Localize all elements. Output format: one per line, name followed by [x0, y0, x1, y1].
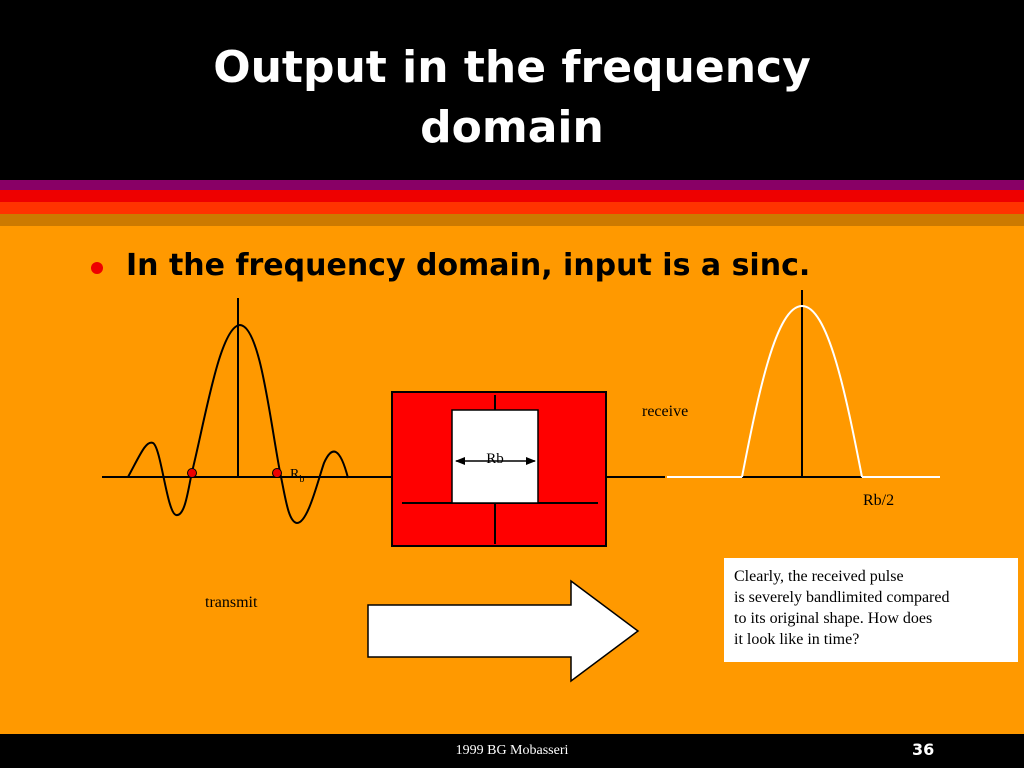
page-number: 36: [912, 740, 935, 759]
note-line-1: Clearly, the received pulse: [734, 568, 904, 585]
decorative-stripe-dark-orange: [0, 214, 1024, 226]
receive-label: receive: [642, 403, 688, 420]
transmit-label: transmit: [205, 594, 258, 611]
note-line-4: it look like in time?: [734, 631, 860, 648]
zero-crossing-marker-right: [272, 468, 282, 478]
sinc-curve: [127, 323, 349, 525]
bullet-dot-icon: [91, 262, 103, 274]
title-line-2: domain: [420, 102, 604, 153]
received-pulse-curve: [741, 304, 863, 478]
rb-zero-label: Rb: [290, 467, 304, 485]
rb-bandwidth-label: Rb: [486, 451, 504, 467]
footer-credit: 1999 BG Mobasseri: [455, 743, 569, 758]
slide-title: Output in the frequency domain: [0, 38, 1024, 158]
note-line-2: is severely bandlimited compared: [734, 589, 950, 606]
title-bar: [0, 0, 1024, 180]
footer-bar: [0, 734, 1024, 768]
frequency-diagram: Rb Rb receive Rb/2 transmit: [102, 290, 940, 683]
decorative-stripe-red: [0, 190, 1024, 202]
note-line-3: to its original shape. How does: [734, 610, 933, 627]
decorative-stripe-orange-red: [0, 202, 1024, 214]
title-line-1: Output in the frequency: [213, 42, 811, 93]
passband-rect: [451, 409, 539, 504]
note-box: Clearly, the received pulse is severely …: [724, 558, 1018, 662]
bullet-text: In the frequency domain, input is a sinc…: [126, 248, 811, 283]
decorative-stripe-purple: [0, 180, 1024, 190]
zero-crossing-marker-left: [187, 468, 197, 478]
direction-arrow-icon: [367, 579, 640, 683]
cutoff-label: Rb/2: [863, 492, 894, 509]
